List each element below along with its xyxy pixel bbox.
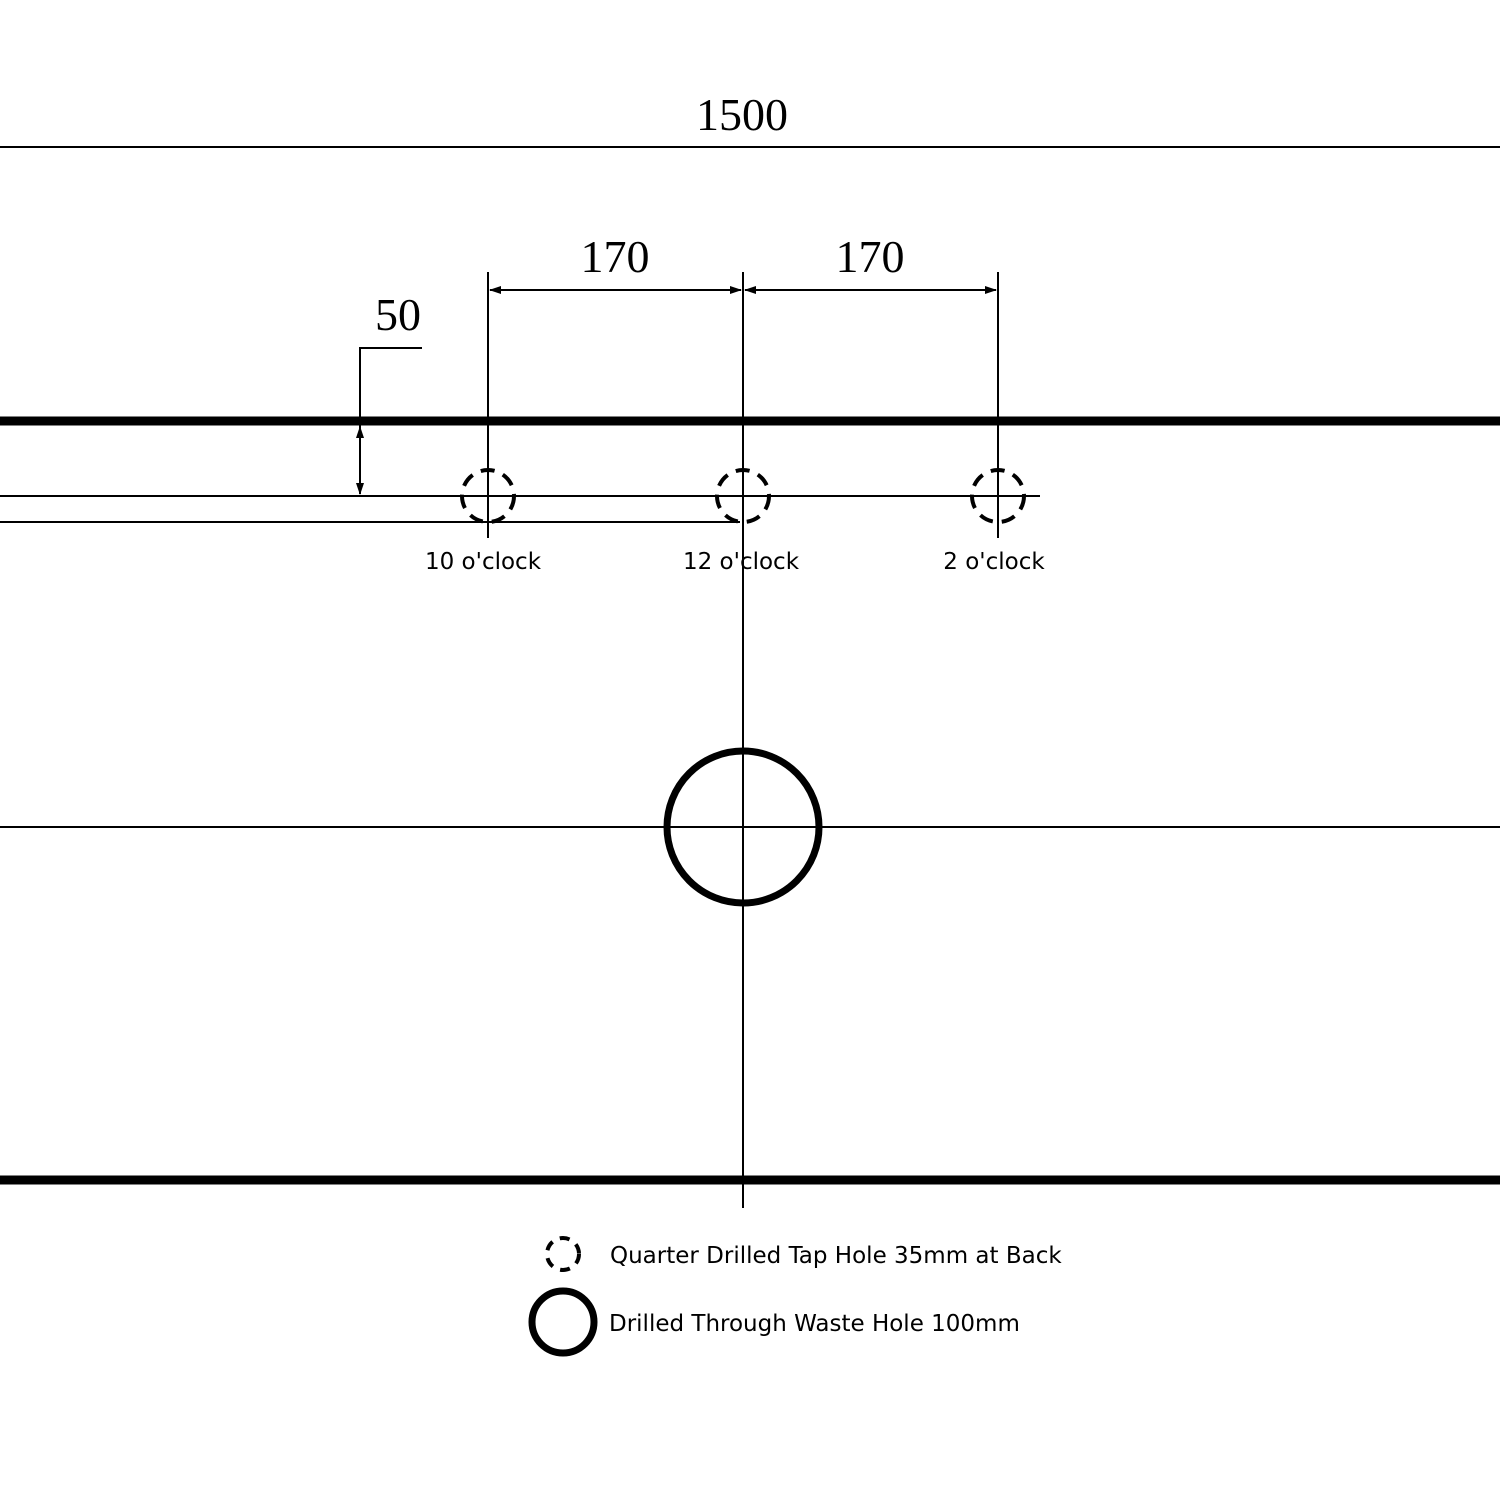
- waste-hole: [663, 747, 823, 907]
- tap-offset-dimension: 50: [375, 289, 421, 340]
- legend-tap-hole-text: Quarter Drilled Tap Hole 35mm at Back: [610, 1243, 1062, 1269]
- tap-spacing-right-dimension: 170: [836, 231, 905, 282]
- legend-tap-hole-icon: [545, 1236, 581, 1272]
- tap-hole-label-2-oclock: 2 o'clock: [943, 549, 1045, 575]
- legend-waste-hole-text: Drilled Through Waste Hole 100mm: [609, 1311, 1020, 1337]
- legend-waste-hole-icon: [528, 1287, 598, 1357]
- tap-offset-leader: [359, 347, 422, 430]
- tap-hole-10-oclock: [460, 468, 516, 524]
- tap-spacing-left-dimension: 170: [581, 231, 650, 282]
- tap-hole-label-12-oclock: 12 o'clock: [683, 549, 800, 575]
- tap-hole-label-10-oclock: 10 o'clock: [425, 549, 542, 575]
- tap-hole-12-oclock: [715, 468, 771, 524]
- tap-hole-2-oclock: [970, 468, 1026, 524]
- overall-width-dimension: 1500: [696, 89, 788, 140]
